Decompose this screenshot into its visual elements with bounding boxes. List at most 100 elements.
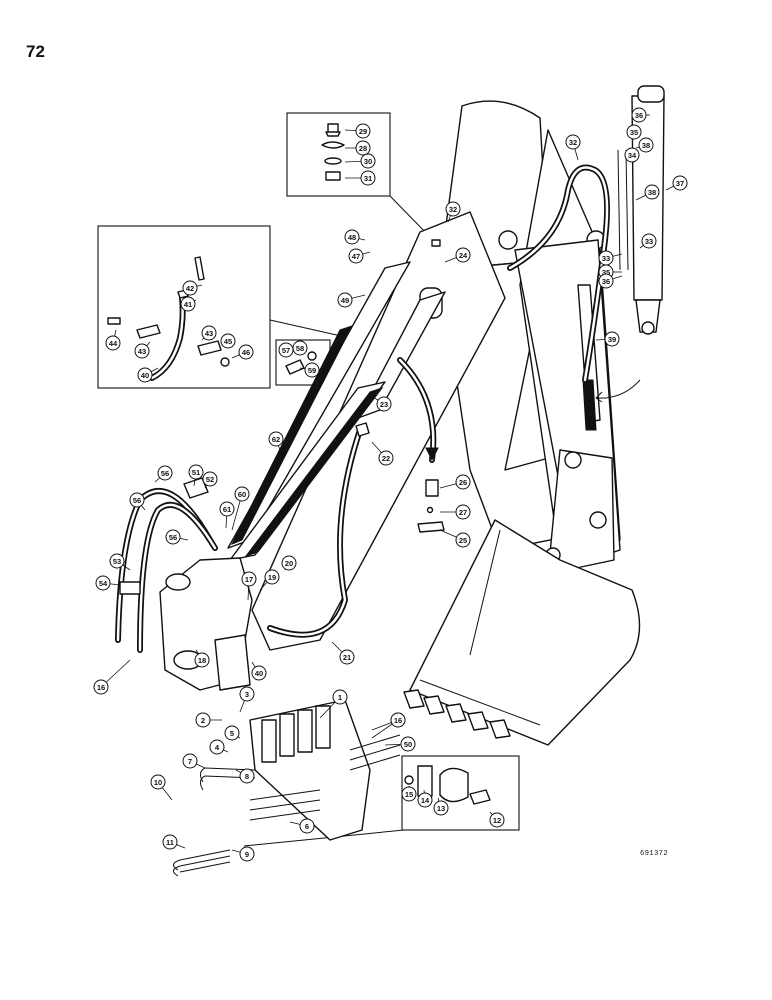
- callout-number: 42: [186, 284, 194, 293]
- callout-circle: [344, 229, 360, 245]
- callout-circle: [433, 800, 449, 816]
- callout-number: 12: [493, 816, 501, 825]
- callout-circle: [417, 792, 433, 808]
- callout-circle: [360, 170, 376, 186]
- callout-circle: [348, 248, 364, 264]
- control-valve: [249, 699, 401, 841]
- callout-41: 41: [180, 296, 197, 312]
- callout-39: 39: [595, 331, 620, 347]
- callout-28: 28: [345, 140, 371, 156]
- callout-27: 27: [440, 504, 471, 520]
- callout-number: 23: [380, 400, 388, 409]
- callout-circle: [180, 296, 196, 312]
- callout-14: 14: [417, 789, 433, 808]
- callout-number: 51: [192, 468, 200, 477]
- callout-circle: [455, 247, 471, 263]
- callout-circle: [638, 137, 654, 153]
- callout-number: 33: [602, 254, 610, 263]
- callout-circle: [241, 571, 257, 587]
- callout-circle: [339, 649, 355, 665]
- callout-number: 56: [161, 469, 169, 478]
- callout-number: 30: [364, 157, 372, 166]
- callout-21: 21: [331, 641, 355, 665]
- callout-number: 60: [238, 490, 246, 499]
- callout-33: 33: [639, 233, 657, 249]
- callout-circle: [238, 344, 254, 360]
- callout-44: 44: [105, 329, 121, 351]
- callout-number: 38: [648, 188, 656, 197]
- callout-number: 61: [223, 505, 231, 514]
- callout-number: 27: [459, 508, 467, 517]
- callout-48: 48: [344, 229, 366, 245]
- callout-circle: [224, 725, 240, 741]
- callout-37: 37: [665, 175, 688, 191]
- callout-circle: [165, 529, 181, 545]
- callout-circle: [188, 464, 204, 480]
- callout-number: 5: [230, 729, 234, 738]
- callout-number: 40: [141, 371, 149, 380]
- callout-57: 57: [278, 342, 294, 358]
- callout-46: 46: [231, 344, 254, 360]
- callout-5: 5: [224, 725, 241, 741]
- callout-49: 49: [337, 292, 366, 308]
- callout-labels: 1234567891011121314151616161718192021222…: [93, 107, 688, 862]
- callout-26: 26: [439, 474, 471, 490]
- inset-detail-top: [286, 112, 391, 197]
- callout-circle: [239, 846, 255, 862]
- callout-number: 38: [642, 141, 650, 150]
- callout-43: 43: [201, 325, 217, 341]
- callout-circle: [281, 555, 297, 571]
- callout-22: 22: [371, 441, 394, 466]
- callout-number: 48: [348, 233, 356, 242]
- callout-19: 19: [259, 569, 280, 591]
- callout-circle: [134, 343, 150, 359]
- callout-36: 36: [598, 273, 623, 289]
- callout-number: 33: [645, 237, 653, 246]
- callout-number: 19: [268, 573, 276, 582]
- callout-circle: [445, 201, 461, 217]
- callout-circle: [355, 123, 371, 139]
- callout-number: 28: [359, 144, 367, 153]
- callout-circle: [455, 474, 471, 490]
- callout-circle: [150, 774, 166, 790]
- callout-number: 56: [169, 533, 177, 542]
- callout-number: 14: [421, 796, 430, 805]
- callout-16: 16: [93, 659, 131, 695]
- callout-number: 32: [569, 138, 577, 147]
- callout-number: 36: [635, 111, 643, 120]
- callout-circle: [604, 331, 620, 347]
- callout-56: 56: [129, 492, 146, 511]
- callout-32: 32: [445, 201, 461, 223]
- callout-29: 29: [344, 123, 371, 139]
- callout-60: 60: [231, 486, 250, 531]
- callout-circle: [202, 471, 218, 487]
- callout-31: 31: [345, 170, 376, 186]
- callout-number: 62: [272, 435, 280, 444]
- callout-56: 56: [154, 465, 173, 483]
- callout-12: 12: [489, 811, 505, 828]
- callout-number: 22: [382, 454, 390, 463]
- callout-42: 42: [182, 280, 203, 296]
- callout-circle: [378, 450, 394, 466]
- callout-number: 10: [154, 778, 162, 787]
- callout-35: 35: [626, 124, 642, 140]
- callout-16: 16: [371, 712, 406, 739]
- callout-number: 25: [459, 536, 467, 545]
- callout-number: 43: [138, 347, 146, 356]
- callout-circle: [672, 175, 688, 191]
- callout-circle: [337, 292, 353, 308]
- callout-38: 38: [635, 137, 654, 153]
- callout-circle: [209, 739, 225, 755]
- callout-32: 32: [565, 134, 581, 161]
- callout-circle: [400, 736, 416, 752]
- callout-number: 15: [405, 790, 413, 799]
- callout-number: 40: [255, 669, 263, 678]
- figure-code: 691372: [640, 850, 669, 858]
- callout-6: 6: [289, 818, 315, 834]
- callout-circle: [95, 575, 111, 591]
- callout-circle: [268, 431, 284, 447]
- callout-circle: [598, 273, 614, 289]
- callout-number: 43: [205, 329, 213, 338]
- callout-52: 52: [202, 471, 218, 489]
